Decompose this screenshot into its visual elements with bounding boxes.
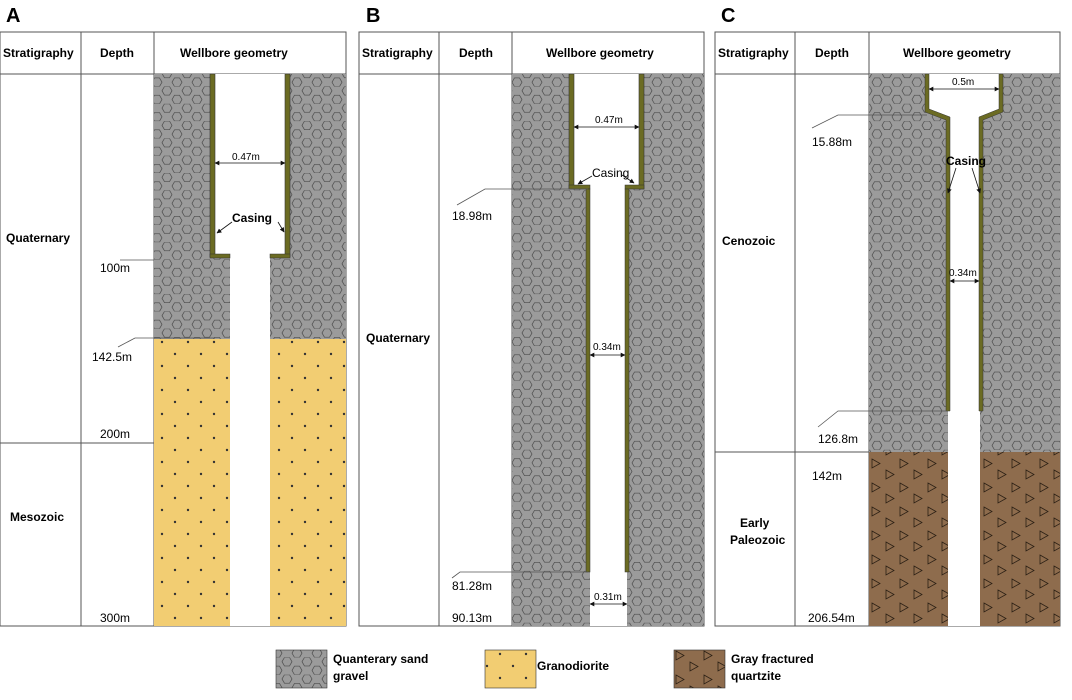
depth-leader [117,337,215,348]
casing-left [924,73,951,412]
casing-label: Casing [232,211,272,225]
casing-shoe [624,184,645,190]
panel-letter: B [366,5,380,27]
header-stratigraphy: Stratigraphy [362,46,433,60]
header-geometry: Wellbore geometry [546,46,654,60]
legend-swatch-quartzite [673,649,726,689]
depth-label: 126.8m [818,432,858,446]
depth-label: 300m [100,611,130,625]
casing-right [638,73,645,190]
panel-letter: A [6,5,20,27]
casing-left [209,73,216,258]
depth-leader [456,188,588,206]
legend-label: Quanterary sand [333,652,428,666]
header-depth: Depth [100,46,134,60]
panel-letter: C [721,5,735,27]
legend-label: Gray fractured [731,652,814,666]
wellbore [925,74,1003,626]
leader-line [216,221,233,234]
header-geometry: Wellbore geometry [903,46,1011,60]
casing-left [568,73,575,190]
casing-shoe [269,253,291,259]
header-depth: Depth [459,46,493,60]
casing-right [978,73,1004,412]
header-geometry: Wellbore geometry [180,46,288,60]
dimension-label: 0.34m [593,342,621,353]
depth-label: 142m [812,469,842,483]
casing-right [624,188,630,573]
stratum-label: Paleozoic [730,533,786,547]
casing-label: Casing [946,154,986,168]
legend-label: Granodiorite [537,659,609,673]
header-stratigraphy: Stratigraphy [3,46,74,60]
depth-label: 142.5m [92,350,132,364]
stratum-label: Quaternary [366,331,430,345]
stratum-label: Mesozoic [10,510,64,524]
stratum-label: Cenozoic [722,234,776,248]
leader-line [947,167,957,194]
casing-left [585,188,591,573]
casing-right [284,73,291,258]
leader-line [971,167,981,194]
stratum-label: Quaternary [6,231,70,245]
leader-line [621,174,635,184]
legend: Quanterary sand gravel Granodiorite Gray… [275,649,814,689]
header-depth: Depth [815,46,849,60]
casing-shoe [568,184,591,190]
legend-label-line2: gravel [333,669,368,683]
header-stratigraphy: Stratigraphy [718,46,789,60]
dimension-label: 0.34m [949,268,977,279]
depth-label: 200m [100,427,130,441]
dimension-label: 0.5m [952,77,974,88]
panel-a: A Stratigraphy Depth Wellbore geometry 0… [0,5,347,627]
depth-label: 81.28m [452,579,492,593]
leader-line [277,221,285,233]
legend-label-line2: quartzite [731,669,781,683]
depth-label: 90.13m [452,611,492,625]
legend-swatch-gravel [275,649,328,689]
dimension-label: 0.47m [232,152,260,163]
wellbore [210,74,290,626]
depth-label: 18.98m [452,209,492,223]
depth-leader [451,571,588,579]
depth-label: 15.88m [812,135,852,149]
stratum-label: Early [740,516,770,530]
depth-leader [811,114,927,129]
casing-label: Casing [592,166,629,180]
depth-label: 100m [100,261,130,275]
dimension-label: 0.47m [595,115,623,126]
dimension-label: 0.31m [594,592,622,603]
legend-swatch-granodiorite [484,649,537,689]
panel-b: B Stratigraphy Depth Wellbore geometry 0… [358,5,705,627]
depth-leader [817,410,948,428]
leader-line [577,175,593,185]
depth-label: 206.54m [808,611,855,625]
panel-c: C Stratigraphy Depth Wellbore geometry 0… [714,5,1061,627]
casing-shoe [209,253,231,259]
